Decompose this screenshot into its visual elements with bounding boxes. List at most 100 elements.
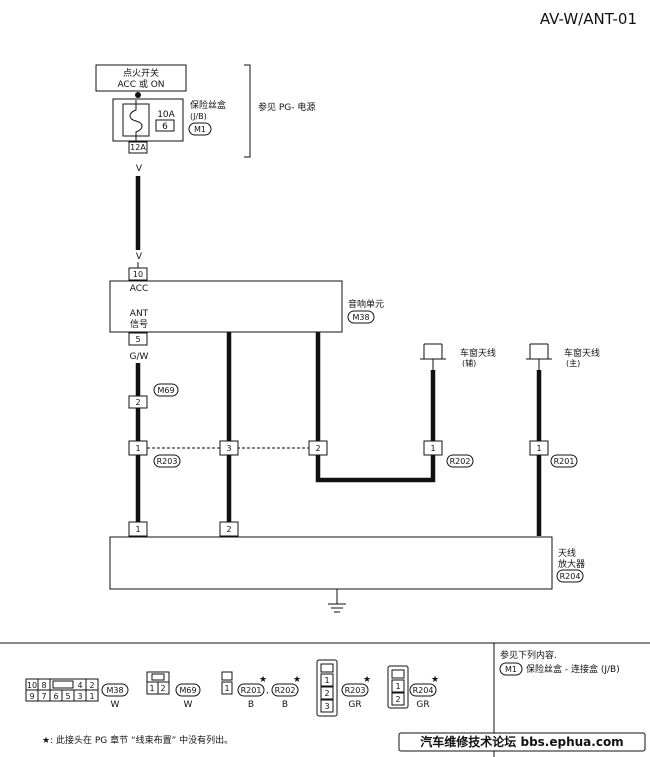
wire-color-gw: G/W: [130, 352, 149, 362]
reference-box-text: 保险丝盒 - 连接盒 (J/B): [526, 663, 620, 675]
r203-face-pin-2: 2: [324, 689, 329, 698]
audio-pin-acc: [128, 267, 148, 281]
m38-pin-8: 8: [41, 681, 46, 690]
legend-r202-star: ★: [293, 675, 301, 685]
fuse-box-sub: (J/B): [190, 112, 207, 121]
m69-pin: [128, 395, 148, 409]
legend-r204-badge: [409, 683, 437, 697]
fuse-number-box: [155, 119, 175, 132]
watermark-box: [398, 732, 646, 752]
footnote: ★: 此接头在 PG 章节 “线束布置” 中没有列出。: [42, 734, 233, 746]
legend-r203-star: ★: [363, 675, 371, 685]
m69-pin-number: 2: [135, 398, 140, 407]
reference-m1-badge: [499, 662, 523, 676]
antenna-main-type: (主): [566, 358, 580, 368]
legend-m38-badge: [101, 683, 129, 697]
reference-bracket: [244, 64, 251, 158]
audio-pin-acc-number: 10: [133, 270, 143, 279]
connector-m38: M38: [352, 313, 369, 322]
r204-connector-face: [387, 665, 409, 709]
m38-pin-10: 10: [27, 681, 37, 690]
legend-r202-badge: [271, 683, 299, 697]
connector-m1-badge: [188, 122, 212, 136]
legend-r204-color: GR: [416, 700, 429, 710]
m69-face-pin-2: 2: [160, 684, 165, 693]
terminal-12a: [128, 141, 148, 154]
connector-r203: R203: [157, 457, 178, 466]
legend-r202: R202: [275, 686, 296, 695]
reference-m1: M1: [505, 665, 517, 674]
r202-pin-number: 1: [430, 444, 435, 453]
legend-r201-badge: [237, 683, 265, 697]
m38-pin-6: 6: [53, 692, 58, 701]
legend-r203-color: GR: [348, 700, 361, 710]
m38-pin-9: 9: [29, 692, 34, 701]
antenna-sub-type: (辅): [462, 358, 476, 368]
r203-pin-2-number: 2: [315, 444, 320, 453]
antenna-amplifier-box: [109, 536, 553, 590]
m69-connector-face: [146, 671, 170, 695]
r201-face-pin-1: 1: [224, 684, 229, 693]
fuse-box-title: 保险丝盒: [190, 99, 226, 111]
r201-pin-number: 1: [536, 444, 541, 453]
m38-pin-1: 1: [89, 692, 94, 701]
m38-connector-face: [25, 678, 99, 702]
connector-r202: R202: [450, 457, 471, 466]
r203-face-pin-3: 3: [324, 702, 329, 711]
connector-r201: R201: [554, 457, 575, 466]
connector-m38-badge: [347, 310, 375, 324]
r201-connector-face: [221, 671, 233, 695]
connector-m1: M1: [194, 125, 206, 134]
legend-m38-color: W: [111, 700, 120, 710]
legend-comma: ,: [266, 686, 269, 696]
antenna-sub-name: 车窗天线: [460, 347, 496, 359]
audio-ant-label: ANT: [130, 309, 149, 319]
wire-sub-antenna-b: [315, 455, 436, 483]
reference-box-title: 参见下列内容.: [500, 649, 557, 661]
m38-pin-4: 4: [77, 681, 82, 690]
wire-color-v-top: V: [136, 164, 143, 174]
legend-m38: M38: [106, 686, 123, 695]
legend-r201-star: ★: [259, 675, 267, 685]
m38-pin-2: 2: [89, 681, 94, 690]
legend-r204: R204: [413, 686, 434, 695]
legend-r203-badge: [341, 683, 369, 697]
legend-m69-color: W: [184, 700, 193, 710]
ignition-switch-state: ACC 或 ON: [117, 78, 164, 90]
r204-face-pin-1: 1: [395, 682, 400, 691]
r201-pin: [529, 440, 549, 456]
audio-unit-name: 音响单元: [348, 298, 384, 310]
connector-r203-badge: [153, 454, 181, 468]
connector-r202-badge: [446, 454, 474, 468]
legend-r204-star: ★: [431, 675, 439, 685]
fuse-rating: 10A: [157, 110, 175, 120]
m38-pin-3: 3: [77, 692, 82, 701]
legend-m69: M69: [179, 686, 196, 695]
window-antenna-main-symbol: [526, 343, 552, 370]
m38-pin-5: 5: [65, 692, 70, 701]
reference-text: 参见 PG- 电源: [258, 101, 315, 113]
ground-symbol: [328, 589, 346, 613]
m38-pin-7: 7: [41, 692, 46, 701]
r203-pin-2: [308, 440, 328, 456]
connector-r204-badge: [556, 569, 584, 583]
watermark: 汽车维修技术论坛 bbs.ephua.com: [420, 734, 623, 749]
r202-pin: [423, 440, 443, 456]
r203-pin-1-number: 1: [135, 444, 140, 453]
amp-pin-2-number: 2: [226, 525, 231, 534]
amplifier-label-1: 天线: [558, 547, 576, 559]
antenna-main-name: 车窗天线: [564, 347, 600, 359]
r203-face-pin-1: 1: [324, 676, 329, 685]
window-antenna-sub-symbol: [420, 343, 446, 370]
r203-connector-face: [316, 659, 338, 717]
audio-acc-label: ACC: [130, 284, 149, 294]
splice-dot: [135, 92, 141, 98]
r203-pin-3: [219, 440, 239, 456]
r203-pin-3-number: 3: [226, 444, 231, 453]
legend-m69-badge: [175, 683, 201, 697]
connector-r201-badge: [550, 454, 578, 468]
amp-pin-1: [128, 521, 148, 537]
terminal-12a-label: 12A: [130, 143, 146, 152]
audio-pin-ant-number: 5: [135, 335, 140, 344]
